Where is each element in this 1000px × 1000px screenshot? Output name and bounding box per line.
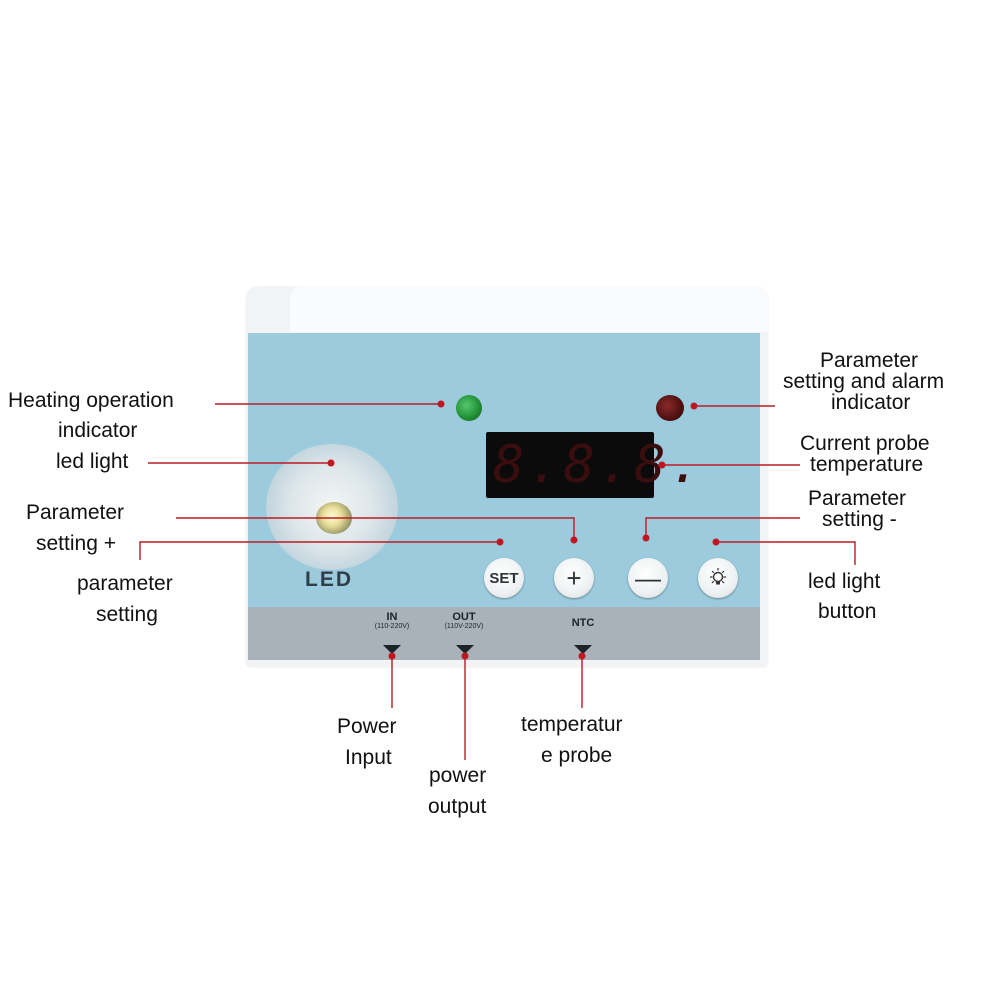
label-heating-1: Heating operation <box>8 389 174 412</box>
port-out-label: OUT <box>452 611 476 623</box>
port-in-sub: (110-220V) <box>374 623 410 630</box>
label-alarm-1: Parameter <box>820 349 919 372</box>
port-in-arrow-icon <box>383 645 401 654</box>
label-heating-2: indicator <box>58 419 138 442</box>
device-top <box>290 286 768 332</box>
label-led-btn-1: led light <box>808 570 881 593</box>
label-led-btn-2: button <box>818 600 877 623</box>
label-alarm-3: indicator <box>831 391 911 414</box>
label-param-minus-1: Parameter <box>808 487 907 510</box>
led-light-button[interactable] <box>698 558 738 598</box>
label-power-in-1: Power <box>337 715 397 738</box>
led-text: LED <box>305 568 353 591</box>
display-digits: 8.8.8. <box>493 435 705 495</box>
port-strip <box>248 607 760 660</box>
port-in-label: IN <box>386 611 398 623</box>
port-ntc: NTC <box>555 617 611 629</box>
label-led-light: led light <box>56 450 129 473</box>
label-alarm-2: setting and alarm <box>783 370 945 393</box>
lightbulb-icon <box>710 568 726 585</box>
label-param-plus-1: Parameter <box>26 501 125 524</box>
label-power-in-2: Input <box>345 746 392 769</box>
port-in: IN (110-220V) <box>357 611 427 630</box>
port-ntc-arrow-icon <box>574 645 592 654</box>
port-ntc-label: NTC <box>571 617 595 629</box>
set-button[interactable]: SET <box>484 558 524 598</box>
label-power-out-2: output <box>428 795 487 818</box>
port-out: OUT (110V-220V) <box>428 611 500 630</box>
heating-indicator-light <box>456 395 482 421</box>
label-param-set-2: setting <box>96 603 158 626</box>
plus-button[interactable]: + <box>554 558 594 598</box>
led-bulb-icon <box>316 502 352 534</box>
temperature-display <box>486 432 654 498</box>
label-power-out-1: power <box>429 764 487 787</box>
label-param-plus-2: setting + <box>36 532 116 555</box>
label-temp-probe-1: temperatur <box>521 713 623 736</box>
label-temp-probe-2: e probe <box>541 744 613 767</box>
label-current-2: temperature <box>810 453 924 476</box>
alarm-indicator-light <box>656 395 684 421</box>
label-current-1: Current probe <box>800 432 930 455</box>
label-param-minus-2: setting - <box>822 508 897 531</box>
port-out-sub: (110V-220V) <box>444 623 484 630</box>
port-out-arrow-icon <box>456 645 474 654</box>
label-param-set-1: parameter <box>77 572 173 595</box>
minus-button[interactable]: — <box>628 558 668 598</box>
